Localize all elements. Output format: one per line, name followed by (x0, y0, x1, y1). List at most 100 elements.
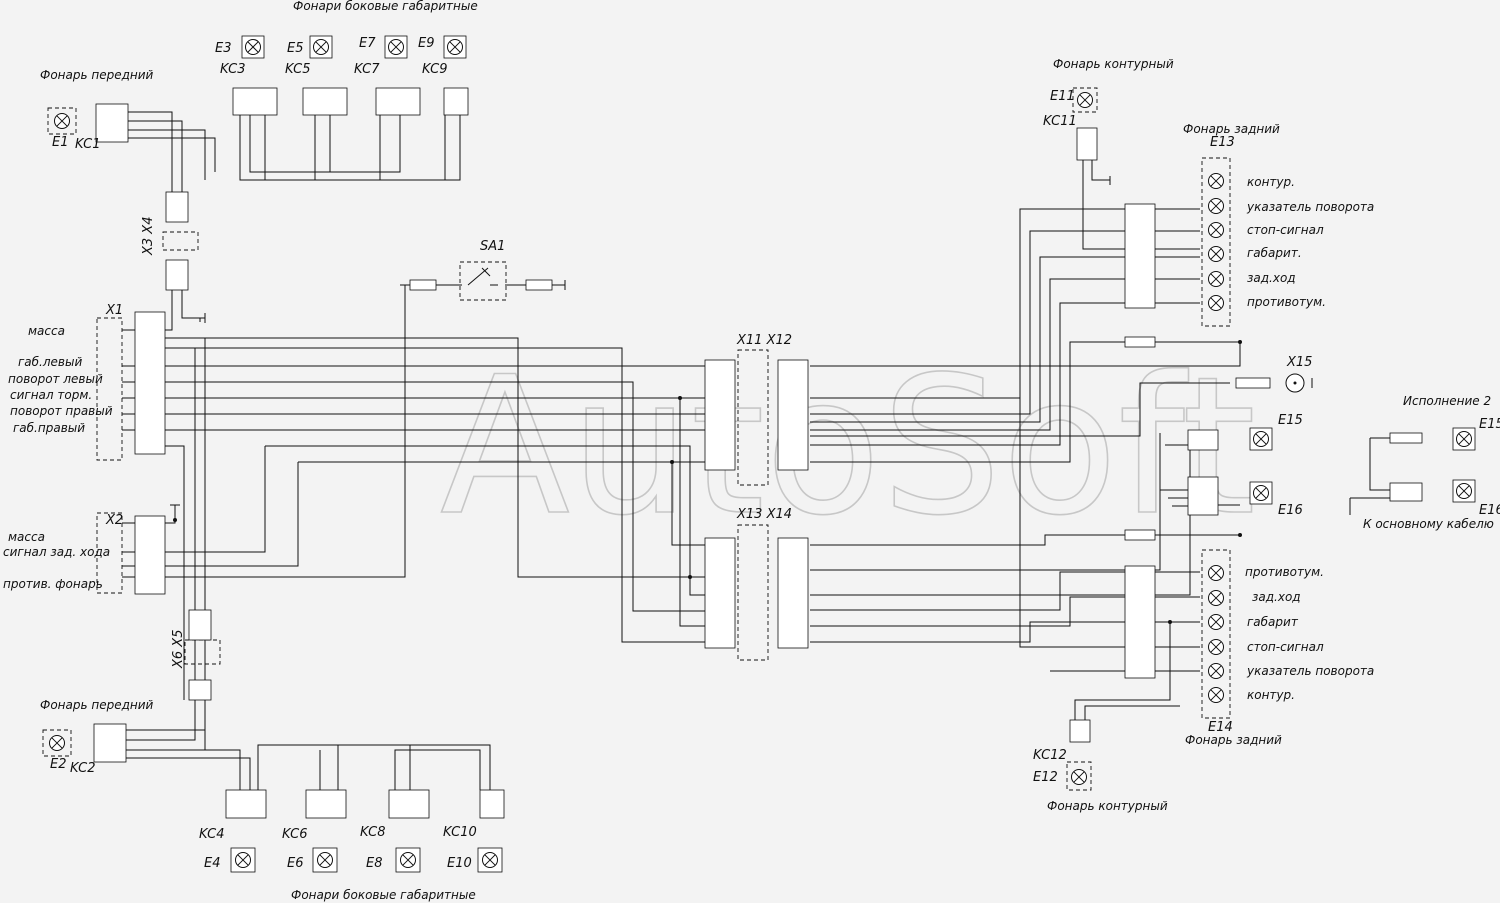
kc11-label: KC11 (1043, 114, 1077, 129)
rear-function-label: габарит. (1247, 246, 1302, 260)
e16-label: E16 (1278, 503, 1303, 518)
x11-x12-label: X11 X12 (736, 333, 792, 348)
rear-function-label: контур. (1247, 175, 1295, 189)
lamp-icon (1208, 173, 1224, 189)
x1-signal: масса (28, 324, 65, 338)
kc4-label: KC4 (199, 827, 225, 842)
lamp-icon (1208, 614, 1224, 630)
connector-labels: X1 X2 X11 X12 X13 X14 X15 SA1 X3 X4 X6 X… (105, 217, 1312, 670)
lamp-icon (1452, 479, 1476, 503)
rear-function-label: зад.ход (1247, 271, 1296, 285)
kc12-label: KC12 (1033, 748, 1067, 763)
x2-label: X2 (105, 513, 123, 528)
rear-function-label: противотум. (1245, 565, 1324, 579)
lamp-icon (1208, 590, 1224, 606)
lamp-icon (1208, 663, 1224, 679)
lamp-icon (1077, 92, 1093, 108)
front-lamp-top-caption: Фонарь передний (40, 68, 154, 82)
lamp-icon (1208, 198, 1224, 214)
x2-signal: против. фонарь (3, 577, 103, 591)
wires (100, 111, 1390, 790)
contour-lamp-top-caption: Фонарь контурный (1053, 57, 1174, 71)
x1-signal: сигнал торм. (10, 388, 92, 402)
lamp-icon (477, 847, 503, 873)
lamp-icon (443, 35, 467, 59)
e3-label: E3 (215, 41, 232, 56)
lamp-icon (1452, 427, 1476, 451)
e4-label: E4 (204, 856, 221, 871)
lamp-labels: E3 KC3 E5 KC5 E7 KC7 E9 KC9 E1 KC1 E2 KC… (50, 36, 1500, 871)
x2-signal-labels: масса сигнал зад. хода против. фонарь (3, 530, 110, 591)
kc9-label: KC9 (422, 62, 448, 77)
e5-label: E5 (287, 41, 304, 56)
e2-label: E2 (50, 757, 67, 772)
x5-x6-label: X6 X5 (171, 630, 186, 670)
lamp-icon (1208, 295, 1224, 311)
lamp-icon (1208, 565, 1224, 581)
rear-function-label: противотум. (1247, 295, 1326, 309)
lamp-icon (1208, 639, 1224, 655)
e8-label: E8 (366, 856, 383, 871)
front-lamp-bottom-caption: Фонарь передний (40, 698, 154, 712)
x1-signal: поворот правый (10, 404, 113, 418)
ground-icon (170, 176, 1313, 510)
e13-label: E13 (1210, 135, 1235, 150)
kc2-label: KC2 (70, 761, 96, 776)
sa1-label: SA1 (480, 239, 505, 254)
e15-label: E15 (1278, 413, 1303, 428)
e16-variant-label: E16 (1479, 503, 1500, 518)
x13-x14-label: X13 X14 (736, 507, 792, 522)
rear-function-label: зад.ход (1252, 590, 1301, 604)
rear-function-label: контур. (1247, 688, 1295, 702)
x1-signal-labels: масса габ.левый поворот левый сигнал тор… (8, 324, 113, 435)
lamp-icon (1249, 481, 1273, 505)
lamp-icon (312, 847, 338, 873)
x1-signal: габ.правый (13, 421, 85, 435)
lamp-icons (49, 35, 1476, 873)
lamp-icon (1249, 427, 1273, 451)
rear-lamp-bottom-caption: Фонарь задний (1185, 733, 1282, 747)
kc10-label: KC10 (443, 825, 477, 840)
lamp-icon (1208, 271, 1224, 287)
rear-function-label: указатель поворота (1246, 200, 1374, 214)
terminal-blocks (93, 87, 1423, 819)
x1-signal: поворот левый (8, 372, 103, 386)
e6-label: E6 (287, 856, 304, 871)
e9-label: E9 (418, 36, 435, 51)
rear-function-label: указатель поворота (1246, 664, 1374, 678)
lamp-icon (384, 35, 408, 59)
e10-label: E10 (447, 856, 472, 871)
lamp-icon (230, 847, 256, 873)
rear-top-function-labels: контур. указатель поворота стоп-сигнал г… (1246, 175, 1374, 309)
kc5-label: KC5 (285, 62, 311, 77)
rear-lamp-top-caption: Фонарь задний (1183, 122, 1280, 136)
rear-function-label: стоп-сигнал (1247, 640, 1324, 654)
x2-signal: сигнал зад. хода (3, 545, 110, 559)
rear-function-label: габарит (1247, 615, 1299, 629)
lamp-icon (49, 735, 65, 751)
junctions (173, 340, 1242, 624)
x15-label: X15 (1286, 355, 1312, 370)
lamp-icon (1071, 769, 1087, 785)
x2-signal: масса (8, 530, 45, 544)
e7-label: E7 (359, 36, 376, 51)
lamp-icon (241, 35, 265, 59)
contour-lamp-bottom-caption: Фонарь контурный (1047, 799, 1168, 813)
x3-x4-label: X3 X4 (141, 217, 156, 257)
kc1-label: KC1 (75, 137, 101, 152)
lamp-icon (1208, 246, 1224, 262)
lamp-icon (395, 847, 421, 873)
kc3-label: KC3 (220, 62, 246, 77)
kc6-label: KC6 (282, 827, 308, 842)
rear-bottom-function-labels: противотум. зад.ход габарит стоп-сигнал … (1245, 565, 1374, 702)
lamp-icon (309, 35, 333, 59)
lamp-icon (1208, 687, 1224, 703)
side-lamps-bottom-caption: Фонари боковые габаритные (291, 888, 476, 902)
variant-2-caption: Исполнение 2 (1403, 394, 1491, 408)
side-lamps-top-caption: Фонари боковые габаритные (293, 0, 478, 13)
e1-label: E1 (52, 135, 69, 150)
e15-variant-label: E15 (1479, 417, 1500, 432)
x1-signal: габ.левый (18, 355, 82, 369)
x1-label: X1 (105, 303, 123, 318)
